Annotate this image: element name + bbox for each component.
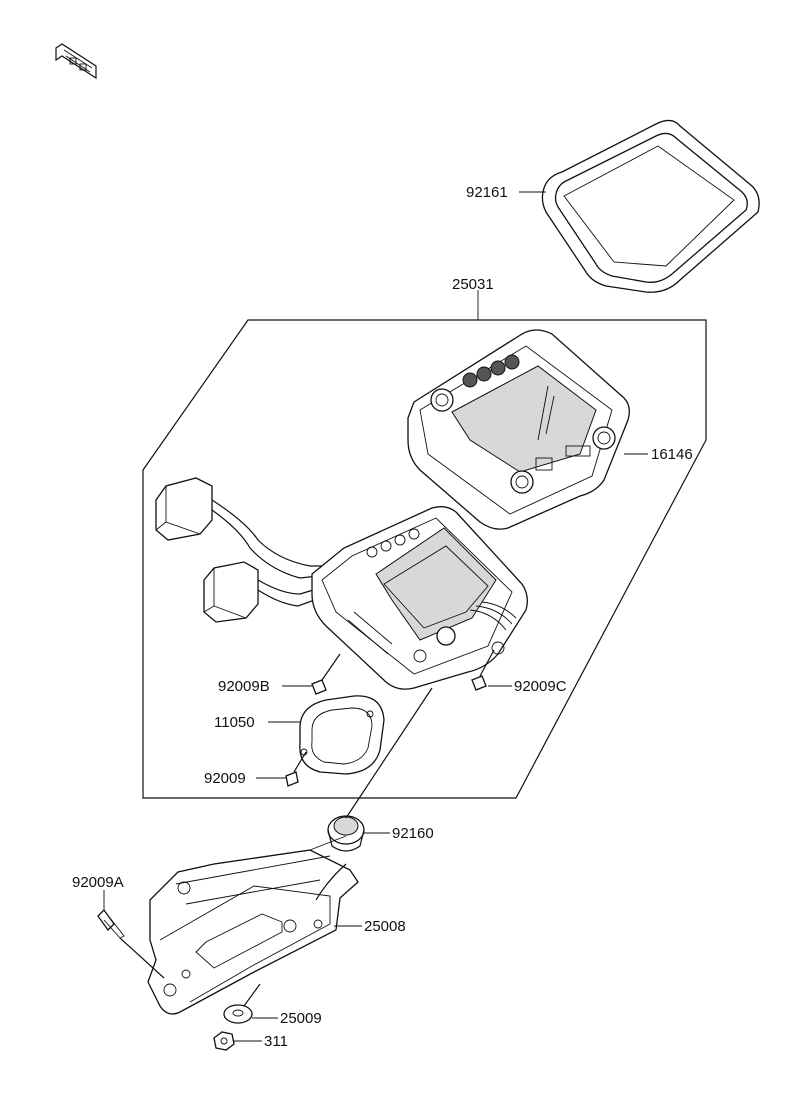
nut-part xyxy=(213,1031,235,1051)
meter-cover-part xyxy=(407,329,630,530)
label-screw: 92009 xyxy=(204,770,246,787)
screw-part xyxy=(285,751,307,787)
label-assembly: 25031 xyxy=(452,276,494,293)
label-nut: 311 xyxy=(264,1033,288,1050)
label-lens: 92161 xyxy=(466,184,508,201)
label-cover: 16146 xyxy=(651,446,693,463)
assembly-outline xyxy=(142,319,707,799)
label-screw-a: 92009A xyxy=(72,874,124,891)
screw-c-part xyxy=(471,649,495,691)
lens-part xyxy=(541,119,760,293)
meter-unit-part xyxy=(155,477,528,690)
label-damper: 92160 xyxy=(392,825,434,842)
gasket-part xyxy=(299,695,385,775)
screw-b-part xyxy=(311,653,341,695)
label-screw-c: 92009C xyxy=(514,678,567,695)
front-arrow-icon xyxy=(55,43,97,80)
label-gasket: 11050 xyxy=(214,714,255,731)
label-screw-b: 92009B xyxy=(218,678,270,695)
bracket-part xyxy=(147,835,359,1015)
leader-lines xyxy=(103,191,648,1042)
label-bracket: 25008 xyxy=(364,918,406,935)
washer-part xyxy=(223,983,261,1024)
screw-a-part xyxy=(97,908,165,979)
damper-part xyxy=(327,687,433,852)
label-washer: 25009 xyxy=(280,1010,322,1027)
